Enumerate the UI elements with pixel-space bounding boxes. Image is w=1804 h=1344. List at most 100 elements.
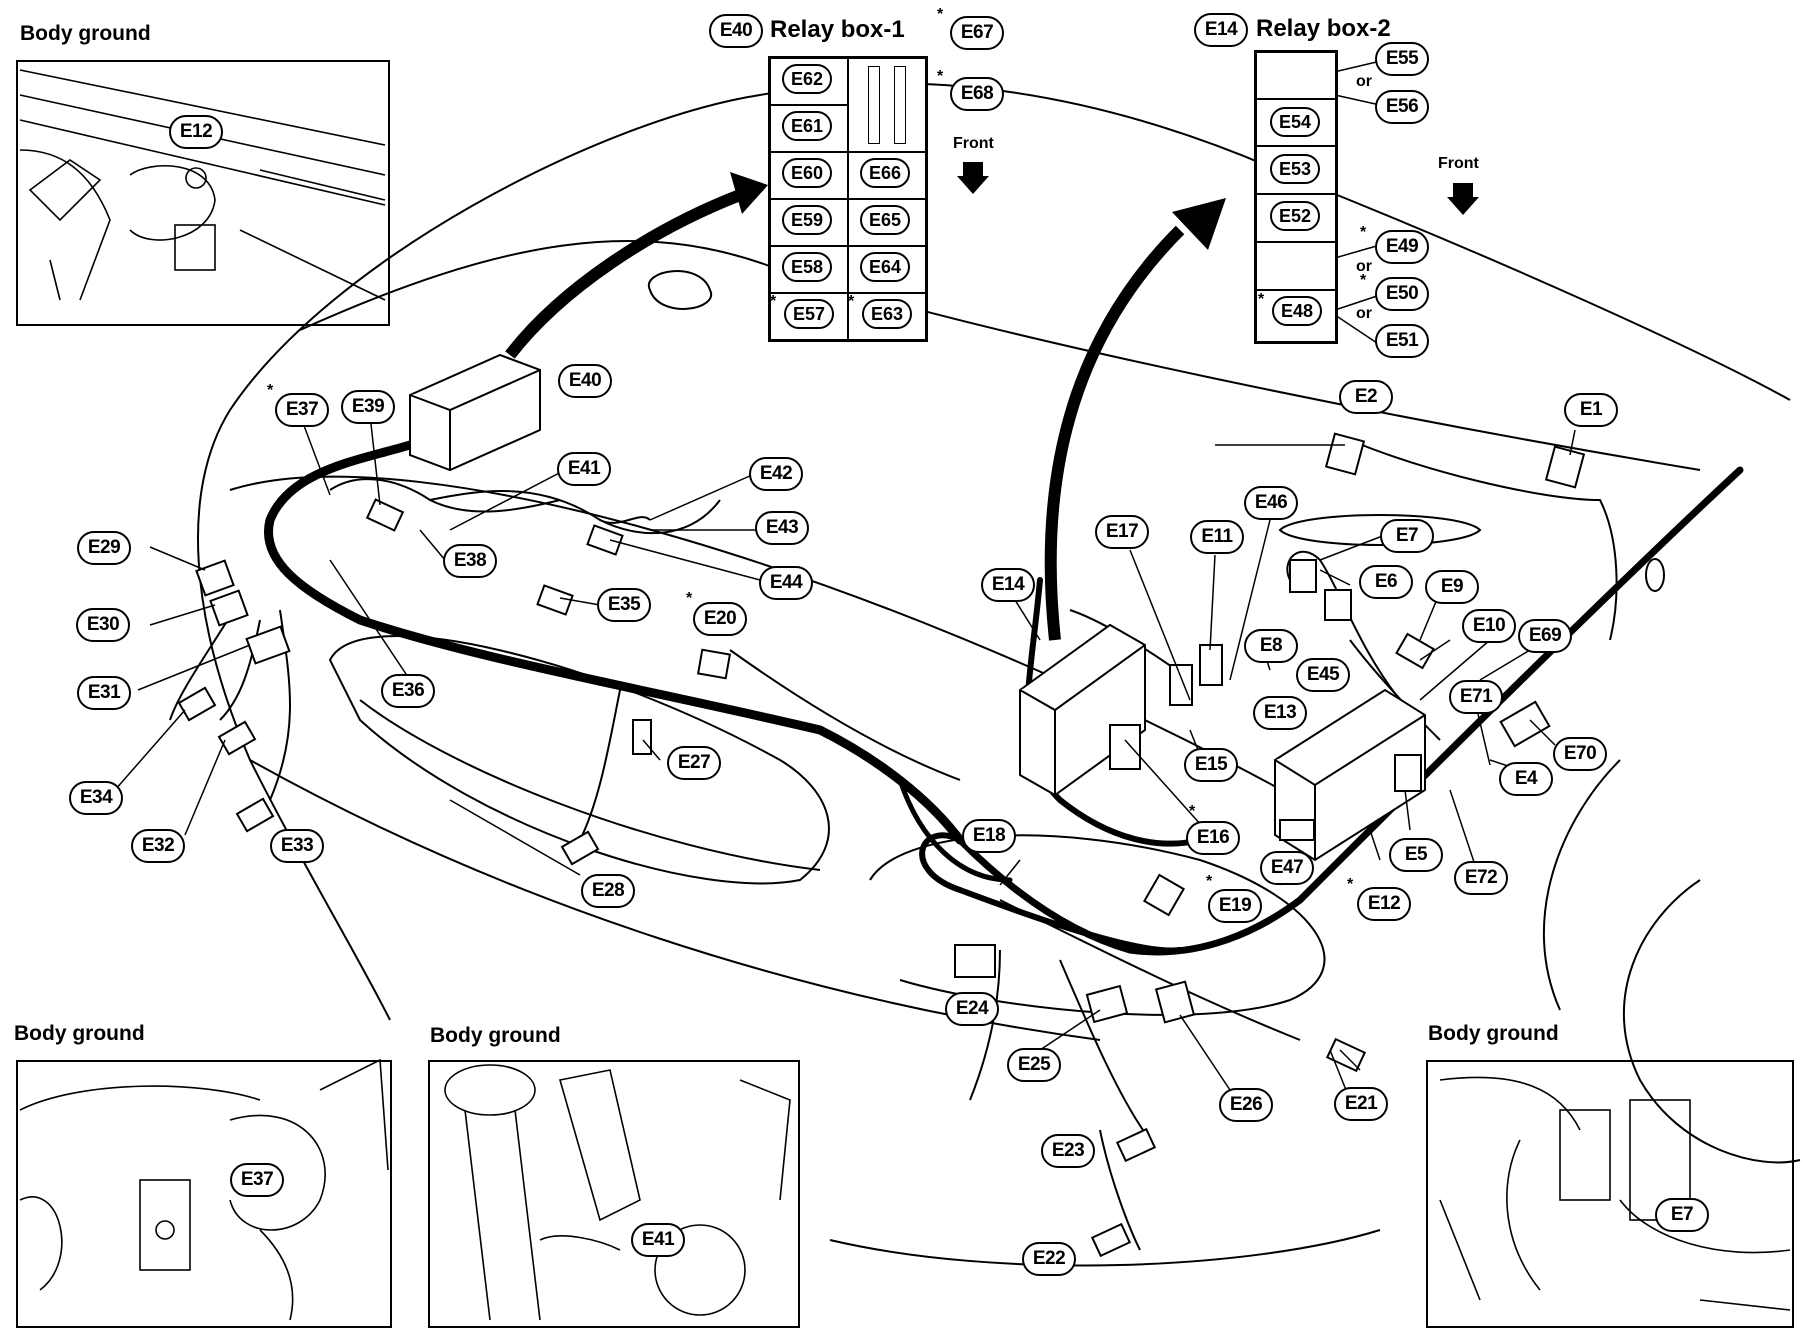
inset-label-e12: E12 (169, 115, 223, 149)
connector-e72: E72 (1454, 861, 1508, 895)
connector-e47: E47 (1260, 851, 1314, 885)
asterisk: * (1258, 291, 1265, 308)
or-text: or (1356, 305, 1372, 322)
relay-e66: E66 (860, 158, 910, 188)
relay-e62: E62 (782, 64, 832, 94)
connector-e40: E40 (558, 364, 612, 398)
connector-e2: E2 (1339, 380, 1393, 414)
asterisk: * (1347, 876, 1354, 893)
connector-e43: E43 (755, 511, 809, 545)
asterisk: * (1360, 272, 1367, 289)
relay-e50: E50 (1375, 277, 1429, 311)
arrow-to-relay-box-1 (505, 189, 743, 359)
connector-e27: E27 (667, 746, 721, 780)
connector-e8: E8 (1244, 629, 1298, 663)
relay-e48: E48 (1272, 296, 1322, 326)
relay-e59: E59 (782, 205, 832, 235)
connector-e69: E69 (1518, 619, 1572, 653)
connector-e6: E6 (1359, 565, 1413, 599)
relay-e54: E54 (1270, 107, 1320, 137)
relay-box-2-tag: E14 (1194, 13, 1248, 47)
relay-e58: E58 (782, 252, 832, 282)
asterisk: * (848, 293, 855, 310)
inset-title: Body ground (14, 1022, 145, 1045)
relay-box-2-title: Relay box-2 (1256, 15, 1391, 42)
relay-e51: E51 (1375, 324, 1429, 358)
connector-e37: E37 (275, 393, 329, 427)
connector-e71: E71 (1449, 680, 1503, 714)
relay-e61: E61 (782, 111, 832, 141)
fuse-block-e13 (1274, 688, 1426, 862)
connector-e46: E46 (1244, 486, 1298, 520)
connector-e12: E12 (1357, 887, 1411, 921)
connector-e23: E23 (1041, 1134, 1095, 1168)
connector-e26: E26 (1219, 1088, 1273, 1122)
front-label-1: Front (953, 135, 994, 152)
connector-e11: E11 (1190, 520, 1244, 554)
relay-box-1-grid (768, 56, 928, 342)
relay-e49: E49 (1375, 230, 1429, 264)
relay-e67: E67 (950, 16, 1004, 50)
connector-e45: E45 (1296, 658, 1350, 692)
asterisk: * (1206, 873, 1213, 890)
connector-e32: E32 (131, 829, 185, 863)
relay-e63: E63 (862, 299, 912, 329)
relay-box-1-block (409, 353, 541, 472)
arrow-to-relay-box-2 (1044, 225, 1185, 641)
connector-e33: E33 (270, 829, 324, 863)
connector-e13: E13 (1253, 696, 1307, 730)
inset-bottom-mid (428, 1060, 800, 1328)
relay-box-2-grid (1254, 50, 1338, 344)
connector-e1: E1 (1564, 393, 1618, 427)
inset-bottom-left (16, 1060, 392, 1328)
connector-e17: E17 (1095, 515, 1149, 549)
connector-e42: E42 (749, 457, 803, 491)
connector-e44: E44 (759, 566, 813, 600)
front-arrow-1-head (957, 176, 989, 194)
front-label-2: Front (1438, 155, 1479, 172)
asterisk: * (686, 590, 693, 607)
or-text: or (1356, 258, 1372, 275)
or-text: or (1356, 73, 1372, 90)
connector-sketches (177, 432, 1586, 1258)
inset-title: Body ground (1428, 1022, 1559, 1045)
connector-e24: E24 (945, 992, 999, 1026)
connector-e4: E4 (1499, 762, 1553, 796)
connector-e36: E36 (381, 674, 435, 708)
asterisk: * (937, 68, 944, 85)
connector-e21: E21 (1334, 1087, 1388, 1121)
connector-e20: E20 (693, 602, 747, 636)
arrow-head-1 (730, 172, 768, 214)
connector-e9: E9 (1425, 570, 1479, 604)
connector-e16: E16 (1186, 821, 1240, 855)
relay-e52: E52 (1270, 201, 1320, 231)
relay-e55: E55 (1375, 42, 1429, 76)
connector-e39: E39 (341, 390, 395, 424)
connector-e18: E18 (962, 819, 1016, 853)
connector-e22: E22 (1022, 1242, 1076, 1276)
connector-e25: E25 (1007, 1048, 1061, 1082)
leader-lines (114, 59, 1576, 1101)
inset-title: Body ground (430, 1024, 561, 1047)
asterisk: * (1360, 224, 1367, 241)
inset-label-e41: E41 (631, 1223, 685, 1257)
arrow-head-2 (1172, 198, 1226, 250)
front-arrow-1 (963, 162, 983, 176)
connector-e15: E15 (1184, 748, 1238, 782)
connector-e28: E28 (581, 874, 635, 908)
connector-e29: E29 (77, 531, 131, 565)
asterisk: * (937, 6, 944, 23)
connector-e70: E70 (1553, 737, 1607, 771)
relay-e65: E65 (860, 205, 910, 235)
connector-e19: E19 (1208, 889, 1262, 923)
connector-e34: E34 (69, 781, 123, 815)
relay-e56: E56 (1375, 90, 1429, 124)
inset-title: Body ground (20, 22, 151, 45)
inset-label-e7: E7 (1655, 1198, 1709, 1232)
inset-top-left (16, 60, 390, 326)
inset-label-e37: E37 (230, 1163, 284, 1197)
connector-e5: E5 (1389, 838, 1443, 872)
connector-e35: E35 (597, 588, 651, 622)
front-arrow-2 (1453, 183, 1473, 197)
relay-e53: E53 (1270, 154, 1320, 184)
